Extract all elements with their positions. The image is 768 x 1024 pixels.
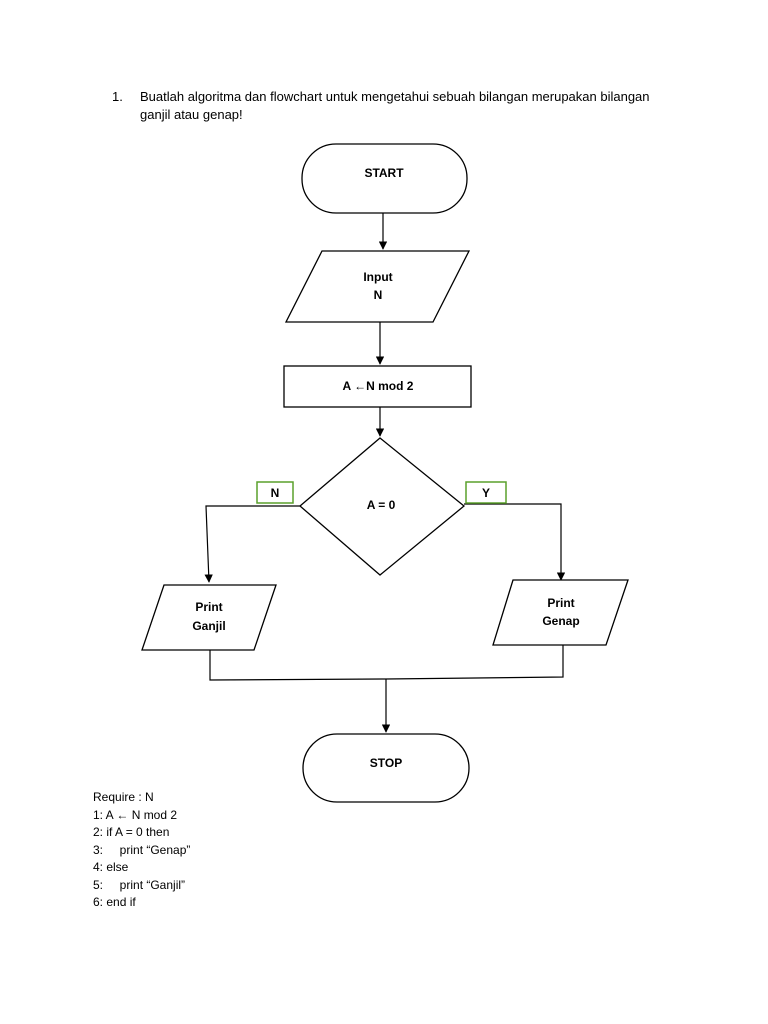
pseudocode-list: Require : N 1: A ← N mod 2 2: if A = 0 t… xyxy=(93,789,190,912)
question-number: 1. xyxy=(112,89,123,104)
pseudocode-line: 3: print “Genap” xyxy=(93,842,191,857)
decision-diamond xyxy=(299,437,466,576)
process-box xyxy=(283,365,472,408)
pseudocode-line: 5: print “Ganjil” xyxy=(93,877,186,892)
pseudocode-line: 4: else xyxy=(93,860,129,874)
process-label: A ←N mod 2 xyxy=(343,379,414,393)
print-odd-label-line1: Print xyxy=(195,600,222,614)
print-even-label-line1: Print xyxy=(547,596,574,610)
pseudocode-line: 1: A ← N mod 2 xyxy=(93,807,178,822)
branch-yes-line xyxy=(464,503,566,581)
stop-label: STOP xyxy=(370,756,402,770)
start-terminator xyxy=(301,143,468,214)
pseudocode-line: 6: end if xyxy=(93,895,136,909)
print-even-parallelogram xyxy=(492,579,629,646)
print-odd-label-line2: Ganjil xyxy=(192,619,225,633)
question-text: Buatlah algoritma dan flowchart untuk me… xyxy=(140,89,650,122)
branch-yes-label: Y xyxy=(482,486,490,500)
branch-no-label-box xyxy=(256,481,294,504)
pseudocode-line: Require : N xyxy=(93,790,154,804)
input-label-line2: N xyxy=(374,288,383,302)
branch-no-line xyxy=(204,505,300,583)
input-label-line1: Input xyxy=(363,270,392,284)
print-even-label-line2: Genap xyxy=(542,614,579,628)
pseudocode-line: 2: if A = 0 then xyxy=(93,825,170,839)
merge-line-left xyxy=(209,650,387,681)
branch-yes-label-box xyxy=(465,481,507,504)
branch-no-label: N xyxy=(271,486,280,500)
decision-label: A = 0 xyxy=(367,498,396,512)
merge-line-right xyxy=(385,645,564,680)
start-label: START xyxy=(364,166,404,180)
stop-terminator xyxy=(302,733,470,803)
input-parallelogram xyxy=(284,250,471,323)
print-odd-parallelogram xyxy=(141,584,277,651)
